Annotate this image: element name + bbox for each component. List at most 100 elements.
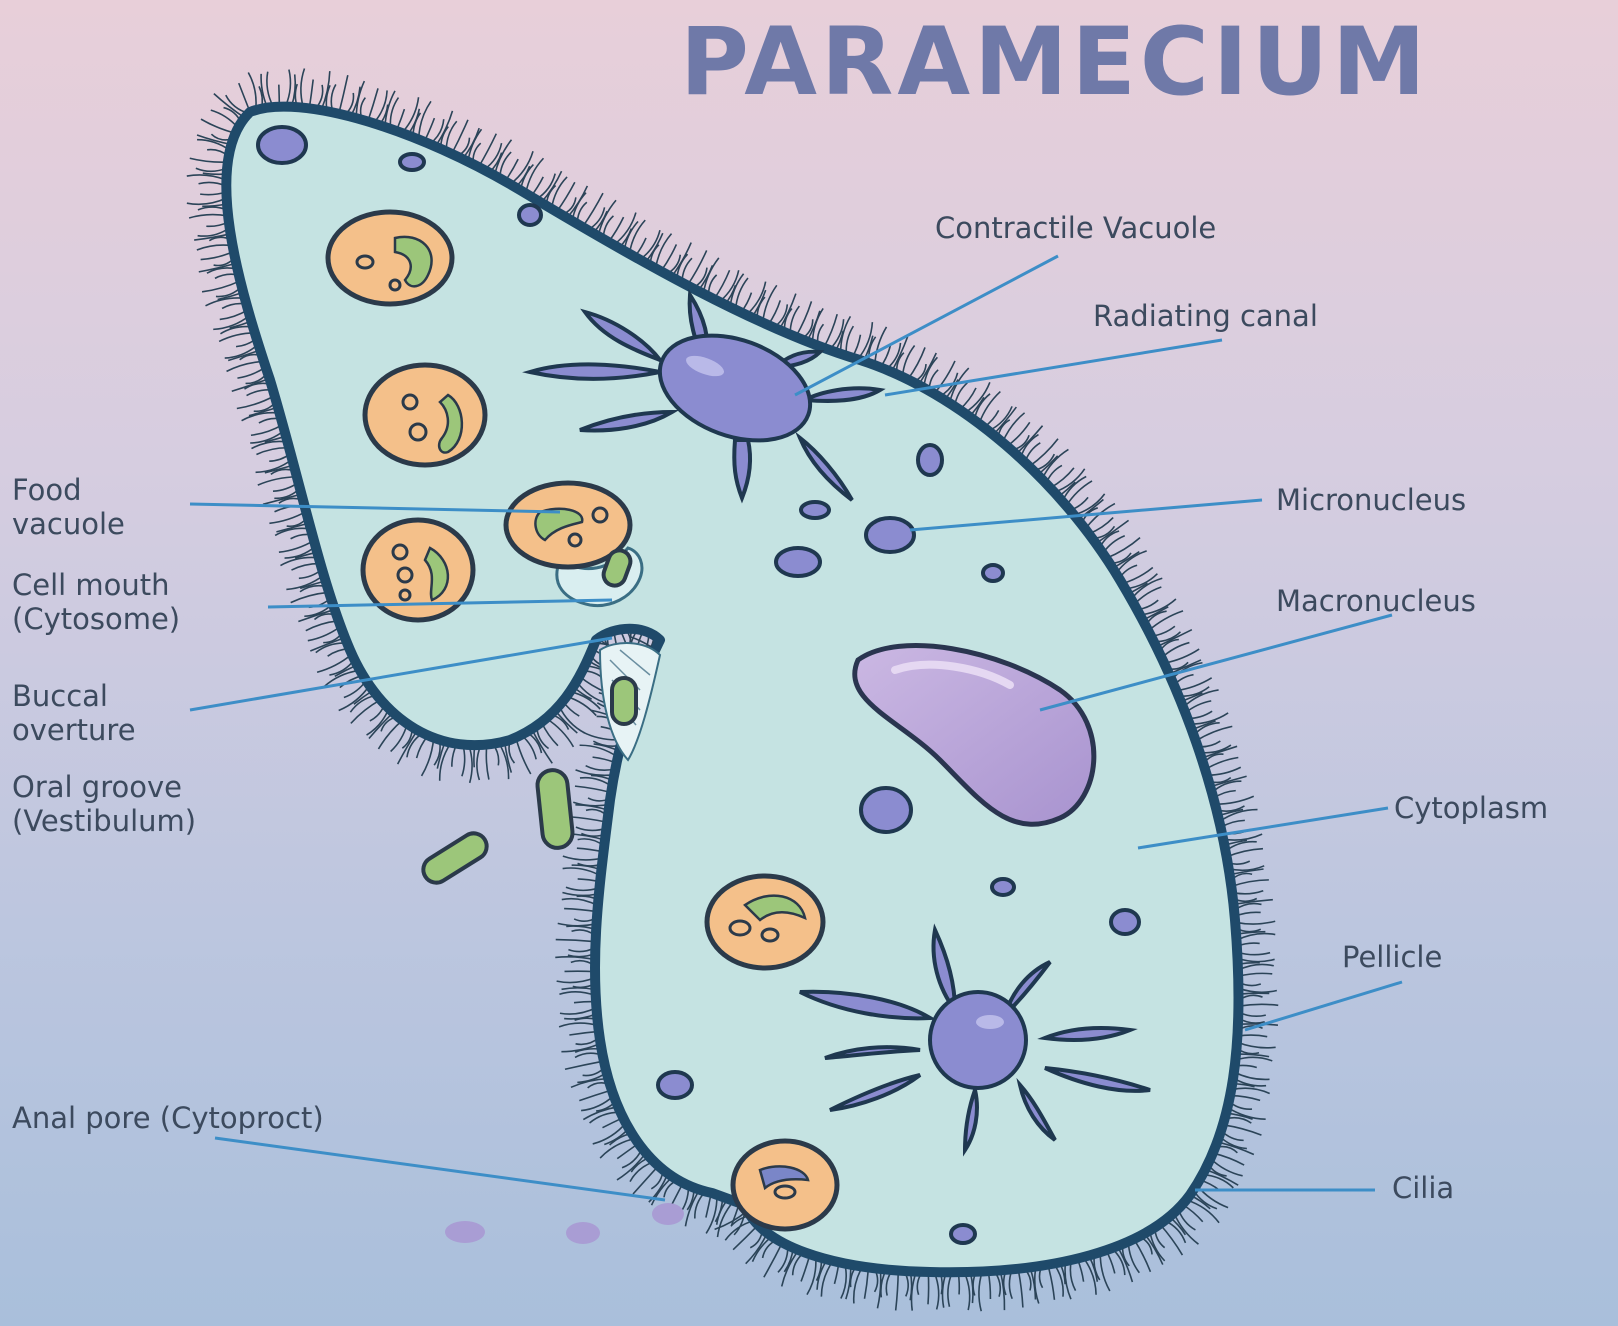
cilium xyxy=(187,198,227,204)
cilium xyxy=(1238,988,1276,992)
cilium xyxy=(948,1272,952,1307)
label-oral-groove: Oral groove (Vestibulum) xyxy=(12,770,196,838)
cilium xyxy=(1215,796,1254,804)
cilium xyxy=(398,730,418,764)
label-line: overture xyxy=(12,713,136,747)
cilium xyxy=(706,1195,717,1234)
cilium xyxy=(551,177,567,209)
cilium xyxy=(190,158,228,162)
cilium xyxy=(1203,1175,1234,1188)
cilium xyxy=(1238,964,1274,970)
cilium xyxy=(560,1008,596,1014)
waste-particles xyxy=(445,1203,684,1244)
cilium xyxy=(1196,1185,1228,1208)
food-vacuole xyxy=(365,365,485,465)
cilium xyxy=(301,68,305,107)
food-vacuole xyxy=(733,1141,837,1229)
cilium xyxy=(580,745,618,757)
cilium xyxy=(563,856,603,860)
cilium xyxy=(248,72,256,110)
cilium xyxy=(402,97,419,133)
cilium xyxy=(1205,758,1238,770)
cilium xyxy=(219,333,255,342)
cilium xyxy=(1048,1265,1055,1300)
cilium xyxy=(567,696,597,715)
cilium xyxy=(559,1023,598,1027)
cilium xyxy=(617,1153,646,1180)
label-anal-pore: Anal pore (Cytoproct) xyxy=(12,1101,324,1135)
cilium xyxy=(419,101,431,139)
cilium xyxy=(854,1267,863,1304)
label-line: Oral groove xyxy=(12,770,196,804)
cilium xyxy=(291,592,329,602)
cilium xyxy=(1227,849,1263,857)
cilium xyxy=(479,134,497,167)
cilium xyxy=(896,1271,899,1311)
diagram-title: PARAMECIUM xyxy=(680,8,1430,117)
cilium xyxy=(227,361,264,371)
cilium xyxy=(1234,1072,1270,1079)
cilium xyxy=(1205,1169,1238,1185)
cilium xyxy=(499,743,509,779)
cilium xyxy=(339,75,348,114)
cilium xyxy=(469,745,472,783)
cilium xyxy=(1217,1142,1254,1155)
cilium xyxy=(206,298,245,306)
cilium xyxy=(1174,1213,1199,1244)
cilium xyxy=(1018,1269,1023,1308)
label-line: (Vestibulum) xyxy=(12,804,196,838)
cilium xyxy=(1100,1252,1110,1291)
cilium xyxy=(565,1061,604,1069)
food-vacuole xyxy=(707,876,823,968)
cilium xyxy=(934,1272,938,1309)
label-radiating-canal: Radiating canal xyxy=(1093,299,1318,333)
cilium xyxy=(559,992,595,996)
cilium xyxy=(367,708,389,735)
cilium xyxy=(583,193,603,227)
label-food-vacuole: Food vacuole xyxy=(12,473,125,541)
cilium xyxy=(298,609,334,621)
cilium xyxy=(1238,973,1272,976)
cilium xyxy=(1237,1042,1276,1048)
cilium xyxy=(189,215,228,218)
label-line: Cell mouth xyxy=(12,568,180,602)
cilium xyxy=(201,252,234,260)
cilium xyxy=(187,175,227,180)
cilium xyxy=(645,233,663,262)
cilium xyxy=(1235,921,1275,924)
cilium xyxy=(368,88,378,121)
label-line: Food xyxy=(12,473,125,507)
cilium xyxy=(306,621,339,631)
cilium xyxy=(1016,426,1042,455)
cilium xyxy=(782,1250,799,1286)
cilium xyxy=(557,978,595,983)
cilium xyxy=(942,1272,946,1307)
cilium xyxy=(877,1269,880,1308)
label-micronucleus: Micronucleus xyxy=(1276,483,1466,517)
cilium xyxy=(276,523,309,532)
cilium xyxy=(495,140,512,176)
cilium xyxy=(285,70,290,107)
cilium xyxy=(258,477,297,485)
cilium xyxy=(1231,880,1269,887)
cilium xyxy=(575,786,611,792)
cilium xyxy=(267,72,274,107)
cilium xyxy=(435,111,452,147)
cilium xyxy=(629,220,645,254)
cilium xyxy=(440,743,451,781)
cilium xyxy=(269,512,306,524)
cilium xyxy=(237,396,275,409)
cilium xyxy=(979,1271,982,1311)
cilium xyxy=(558,923,597,925)
cilium xyxy=(779,294,796,330)
cilium xyxy=(1223,1125,1262,1135)
label-cell-mouth: Cell mouth (Cytosome) xyxy=(12,568,180,636)
cilium xyxy=(569,817,607,822)
cilium xyxy=(1231,1088,1269,1093)
cilium xyxy=(1156,630,1191,647)
cilium xyxy=(993,407,1016,435)
food-vacuole xyxy=(328,212,452,304)
cilium xyxy=(1207,767,1241,775)
label-contractile-vacuole: Contractile Vacuole xyxy=(935,211,1216,245)
cilium xyxy=(593,1123,626,1144)
